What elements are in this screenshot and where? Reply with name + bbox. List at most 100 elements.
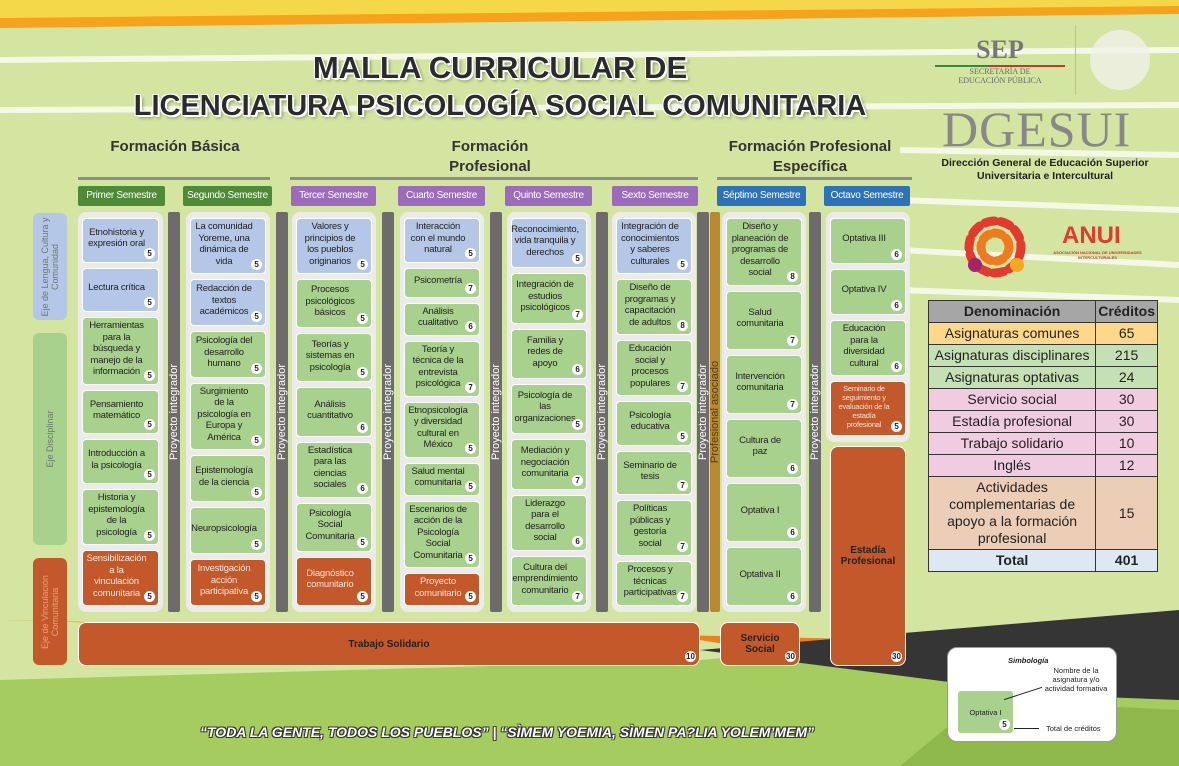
axis-vinculacion: Eje de Vinculación Comunitaria	[33, 558, 67, 665]
course-card: Sensibilización a la vinculación comunit…	[82, 550, 159, 606]
course-name: Psicología del desarrollo humano	[195, 335, 253, 370]
credits-badge: 5	[465, 480, 476, 492]
credits-badge: 5	[465, 442, 476, 454]
seal-logo	[1090, 30, 1150, 90]
course-name: Diseño de programas y capacitación de ad…	[624, 282, 676, 328]
formation-especifica: Formación Profesional Específica	[728, 138, 892, 175]
credits-badge: 5	[144, 530, 155, 541]
credits-badge: 5	[251, 362, 262, 374]
semester-header: Octavo Semestre	[824, 186, 910, 206]
proyecto-integrador-bar: Proyecto integrador	[809, 212, 821, 612]
credits-badge: 5	[677, 259, 688, 270]
credits-badge: 7	[677, 541, 688, 553]
table-cell-value: 12	[1095, 454, 1158, 477]
divider	[290, 177, 698, 180]
course-name: Etnopsicología y diversidad cultural en …	[408, 404, 468, 451]
course-card: Escenarios de acción de la Psicología So…	[404, 500, 480, 568]
course-name: Salud comunitaria	[736, 306, 784, 330]
credits-badge: 7	[465, 381, 476, 393]
table-row: Actividades complementarias de apoyo a l…	[927, 476, 1158, 550]
credits-badge: 5	[251, 259, 262, 270]
course-name: Análisis cualitativo	[417, 305, 459, 329]
header-denominacion: Denominación	[927, 300, 1097, 323]
credits-badge: 7	[572, 590, 583, 602]
credits-badge: 8	[787, 270, 798, 282]
credits-badge: 5	[144, 469, 155, 480]
table-cell-label: Asignaturas disciplinares	[927, 344, 1097, 367]
legend: Simbología Nombre de la asignatura y/o a…	[947, 647, 1117, 742]
table-cell-label: Inglés	[927, 454, 1097, 477]
credits-badge: 7	[677, 480, 688, 492]
table-cell-value: 10	[1095, 432, 1158, 455]
course-name: Proyecto comunitario	[414, 576, 462, 599]
credits-badge: 5	[144, 591, 155, 602]
legend-title: Simbología	[1008, 656, 1049, 665]
course-name: Herramientas para la búsqueda y manejo d…	[89, 320, 144, 378]
course-name: Integración de estudios psicológicos	[516, 279, 574, 314]
credits-badge: 8	[677, 320, 688, 331]
credits-badge: 7	[572, 474, 583, 486]
credits-badge: 6	[787, 590, 798, 602]
course-name: Intervención comunitaria	[735, 370, 785, 394]
course-name: Optativa III	[842, 233, 886, 245]
credits-badge: 5	[144, 419, 155, 431]
credits-badge: 5	[572, 253, 583, 265]
credits-badge: 7	[787, 398, 798, 410]
course-card: Valores y principios de los pueblos orig…	[296, 218, 372, 274]
course-name: Surgimiento de la psicología en Europa y…	[197, 385, 251, 443]
semester-header: Primer Semestre	[78, 186, 165, 206]
course-name: Optativa IV	[841, 284, 887, 296]
table-cell-label: Trabajo solidario	[927, 432, 1097, 455]
legend-name-label: Nombre de la asignatura y/o actividad fo…	[1044, 666, 1108, 693]
table-cell-value: 65	[1095, 322, 1158, 345]
course-name: Procesos y técnicas participativas	[623, 564, 677, 599]
course-card: Historia y epistemología de la psicologí…	[82, 489, 159, 545]
semester-header: Sexto Semestre	[612, 186, 698, 206]
course-name: Neuropsicología	[191, 522, 257, 534]
semester-panel: Valores y principios de los pueblos orig…	[292, 212, 376, 612]
proyecto-integrador-bar: Proyecto integrador	[168, 212, 180, 612]
credits-badge: 6	[465, 320, 476, 332]
course-name: Redacción de textos académicos	[196, 283, 252, 318]
semester-header: Séptimo Semestre	[717, 186, 806, 206]
course-name: Diseño y planeación de programas de desa…	[731, 221, 789, 278]
course-name: Seminario de tesis	[623, 459, 677, 483]
course-card: Diseño y planeación de programas de desa…	[726, 218, 802, 286]
credits-badge: 5	[465, 591, 476, 602]
course-card: Diseño de programas y capacitación de ad…	[616, 279, 692, 335]
credits-badge: 5	[357, 313, 368, 325]
proyecto-integrador-bar: Proyecto integrador	[382, 212, 394, 612]
credits-badge: 6	[787, 462, 798, 474]
footer-quote: “TODA LA GENTE, TODOS LOS PUEBLOS” | “SÌ…	[200, 724, 814, 740]
course-name: Teoría y técnica de la entrevista psicol…	[412, 343, 464, 390]
course-name: Optativa I	[740, 504, 780, 516]
credits-badge: 5	[357, 259, 368, 270]
table-cell-label: Asignaturas optativas	[927, 366, 1097, 389]
